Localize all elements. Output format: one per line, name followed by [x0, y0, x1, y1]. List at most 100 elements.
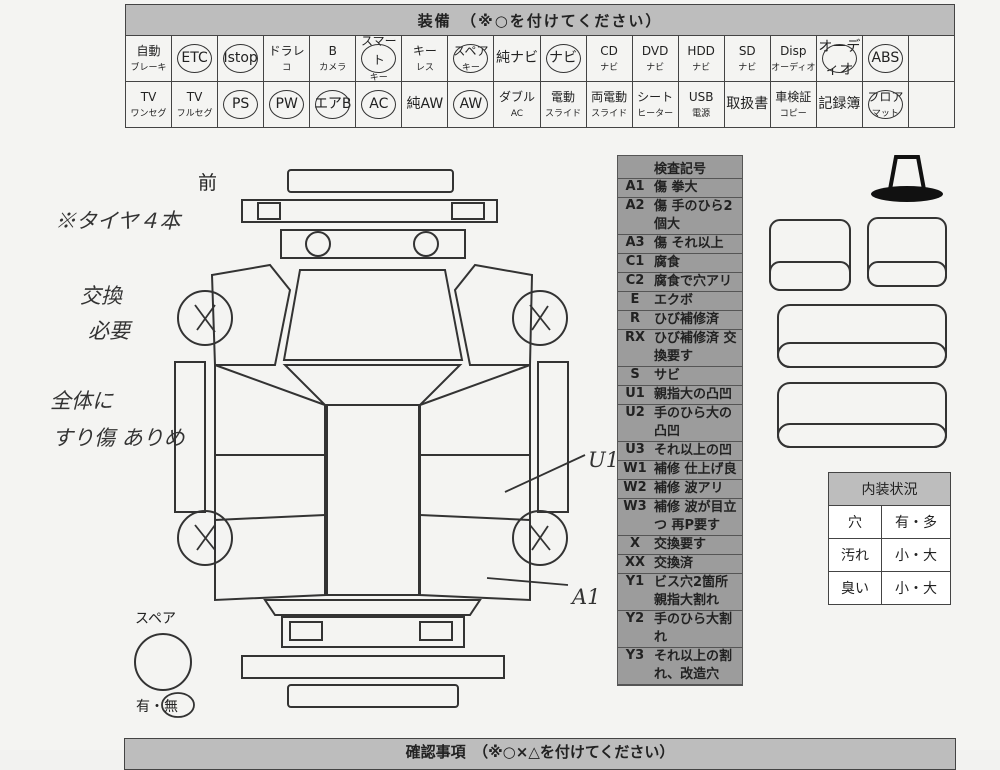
equipment-label: TV	[140, 89, 157, 104]
front-bumper	[241, 199, 498, 223]
interior-value[interactable]: 小・大	[895, 581, 937, 597]
legend-description: 交換要す	[654, 537, 707, 552]
equipment-sublabel: ブレーキ	[130, 62, 167, 73]
equipment-cell[interactable]: 電動スライド	[540, 82, 587, 128]
roof	[326, 404, 420, 596]
equipment-label: キー	[412, 43, 437, 58]
equipment-cell[interactable]: スマートキー	[356, 34, 403, 83]
legend-description: 親指大の凸凹	[654, 387, 733, 402]
equipment-cell[interactable]: ETC	[172, 36, 219, 82]
legend-code: Y1	[625, 574, 645, 589]
equipment-label: 取扱書	[726, 96, 769, 113]
equipment-cell[interactable]: 車検証コピー	[770, 82, 817, 128]
equipment-cell[interactable]: ABS	[862, 36, 909, 82]
handwritten-mark-a1: A1	[572, 585, 601, 609]
equipment-cell[interactable]: 自動ブレーキ	[126, 36, 173, 82]
equipment-cell[interactable]	[908, 82, 955, 128]
equipment-label: SD	[738, 43, 756, 58]
rear-bumper-lower	[287, 684, 459, 708]
equipment-cell[interactable]: 両電動スライド	[586, 82, 633, 128]
legend-description: 補修 波が目立つ 再P要す	[654, 500, 737, 533]
legend-code: R	[629, 311, 640, 326]
equipment-sublabel: ナビ	[600, 62, 619, 73]
legend-code: S	[630, 367, 640, 382]
handwritten-mark-u1: U1	[588, 448, 620, 472]
equipment-cell[interactable]: AW	[448, 82, 495, 128]
interior-value[interactable]: 有・多	[895, 515, 937, 531]
equipment-cell[interactable]: PW	[264, 82, 311, 128]
legend-description: それ以上の割れ、改造穴	[654, 649, 733, 682]
equipment-cell[interactable]: Istop	[218, 36, 265, 82]
equipment-label: シート	[637, 89, 674, 104]
equipment-cell[interactable]: キーレス	[402, 36, 449, 82]
equipment-sublabel: AC	[510, 108, 524, 119]
equipment-sublabel: 電源	[692, 108, 711, 119]
legend-description: エクボ	[654, 293, 694, 308]
spare-tire-icon	[134, 633, 192, 691]
equipment-sublabel: ナビ	[646, 62, 665, 73]
headlight-left	[305, 231, 331, 257]
equipment-cell[interactable]: スペアキー	[448, 36, 495, 82]
tailgate	[281, 616, 465, 648]
front-bumper-top	[287, 169, 454, 193]
legend-description: 手のひら大の凸凹	[654, 406, 733, 439]
wheel-front-right	[512, 290, 568, 346]
spare-options: 有・無	[136, 699, 178, 715]
equipment-sublabel: カメラ	[319, 62, 347, 73]
hood	[282, 269, 464, 361]
equipment-label: 電動	[551, 89, 576, 104]
equipment-cell[interactable]: ナビ	[540, 36, 587, 82]
equipment-cell[interactable]: ドラレコ	[264, 36, 311, 82]
equipment-label: 純AW	[406, 96, 444, 113]
equipment-sublabel: キー	[369, 72, 388, 83]
equipment-label: 記録簿	[818, 96, 861, 113]
equipment-cell[interactable]: PS	[218, 82, 265, 128]
equipment-cell[interactable]: AC	[356, 82, 403, 128]
equipment-sublabel: コピー	[779, 108, 807, 119]
equipment-cell[interactable]	[908, 36, 955, 82]
headlight-right	[413, 231, 439, 257]
wheel-front-left	[177, 290, 233, 346]
equipment-cell[interactable]: 記録簿	[816, 82, 863, 128]
equipment-sublabel: スライド	[545, 108, 582, 119]
legend-description: ひび補修済	[654, 312, 720, 327]
front-label: 前	[198, 172, 218, 194]
legend-description: それ以上の凹	[654, 443, 733, 458]
equipment-sublabel: オーディオ	[771, 62, 816, 73]
equipment-cell[interactable]: 純ナビ	[494, 36, 541, 82]
legend-description: 補修 仕上げ良	[654, 462, 737, 477]
interior-row: 汚れ小・大	[829, 539, 950, 572]
equipment-sublabel: ヒーター	[637, 108, 674, 119]
equipment-cell[interactable]: 取扱書	[724, 82, 771, 128]
equipment-label: 純ナビ	[495, 50, 538, 67]
equipment-cell[interactable]: 純AW	[402, 82, 449, 128]
equipment-cell[interactable]: フロアマット	[862, 82, 909, 128]
left-fender	[210, 263, 292, 366]
equipment-cell[interactable]: オーディオ	[816, 36, 863, 82]
interior-value[interactable]: 小・大	[895, 548, 937, 564]
equipment-label: 両電動	[591, 89, 628, 104]
equipment-sublabel: コ	[282, 62, 292, 73]
equipment-cell[interactable]: エアB	[310, 82, 357, 128]
equipment-cell[interactable]: シートヒーター	[632, 82, 679, 128]
equipment-label: HDD	[687, 43, 715, 58]
